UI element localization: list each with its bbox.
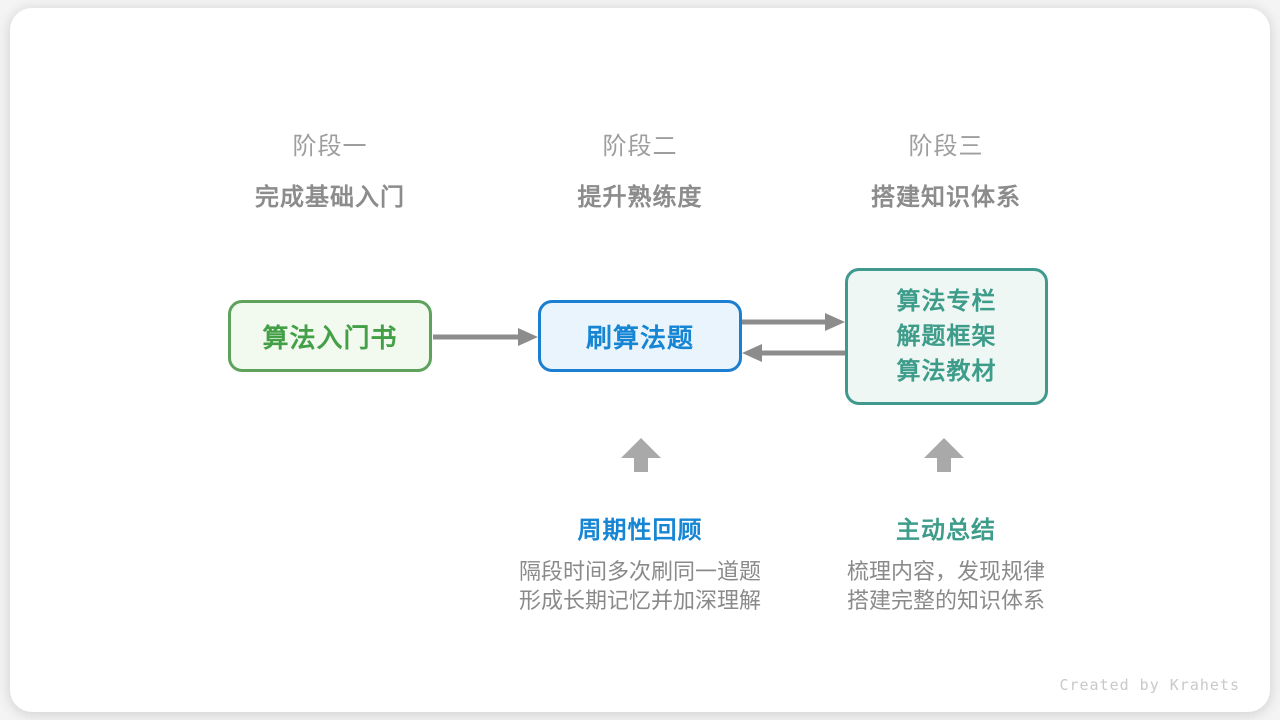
annotation-periodic-review-heading: 周期性回顾 bbox=[577, 517, 703, 544]
node-intro-book: 算法入门书 bbox=[228, 300, 432, 372]
node-knowledge-resources: 算法专栏 解题框架 算法教材 bbox=[845, 268, 1048, 405]
node-practice-problems-label: 刷算法题 bbox=[585, 322, 694, 353]
annotation-desc-line: 隔段时间多次刷同一道题 bbox=[518, 559, 761, 584]
arrow-right-icon bbox=[433, 328, 538, 346]
stage-2-subtitle: 提升熟练度 bbox=[577, 184, 703, 211]
node-intro-book-label: 算法入门书 bbox=[262, 322, 398, 353]
annotation-desc-line: 梳理内容，发现规律 bbox=[846, 559, 1045, 584]
stage-3-title: 阶段三 bbox=[908, 133, 984, 160]
annotation-desc-line: 形成长期记忆并加深理解 bbox=[518, 588, 761, 613]
annotation-active-summary-heading: 主动总结 bbox=[896, 517, 996, 544]
credit-text: Created by Krahets bbox=[1059, 676, 1240, 694]
node-practice-problems: 刷算法题 bbox=[538, 300, 742, 372]
stage-2-title: 阶段二 bbox=[602, 133, 678, 160]
arrow-up-icon bbox=[924, 438, 964, 472]
arrow-left-icon bbox=[742, 344, 845, 362]
node-knowledge-line-3: 算法教材 bbox=[896, 358, 997, 385]
stage-1-title: 阶段一 bbox=[292, 133, 368, 160]
annotation-desc-line: 搭建完整的知识体系 bbox=[846, 588, 1045, 613]
annotation-active-summary-desc: 梳理内容，发现规律 搭建完整的知识体系 bbox=[796, 557, 1096, 615]
node-knowledge-line-1: 算法专栏 bbox=[896, 288, 997, 315]
arrow-right-icon bbox=[742, 313, 845, 331]
arrow-up-icon bbox=[621, 438, 661, 472]
stage-1-subtitle: 完成基础入门 bbox=[255, 184, 405, 211]
annotation-periodic-review-desc: 隔段时间多次刷同一道题 形成长期记忆并加深理解 bbox=[490, 557, 790, 615]
node-knowledge-line-2: 解题框架 bbox=[896, 323, 997, 350]
stage-3-subtitle: 搭建知识体系 bbox=[871, 184, 1021, 211]
